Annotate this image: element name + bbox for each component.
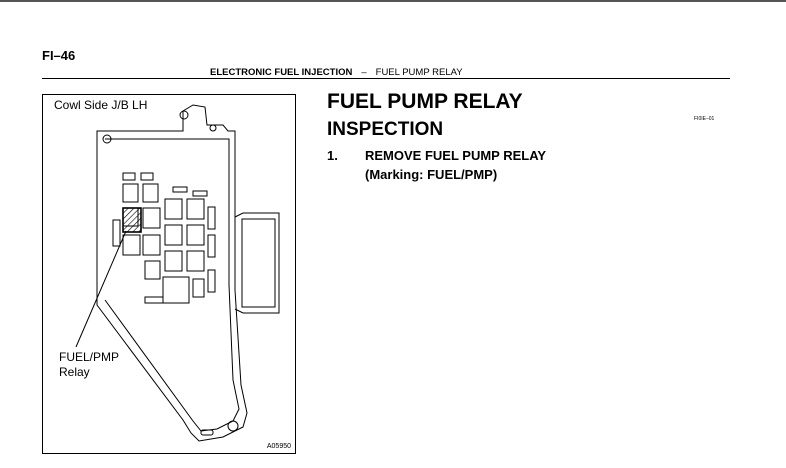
- housing-inner-contour: [104, 138, 240, 432]
- step-line-2: (Marking: FUEL/PMP): [365, 167, 498, 182]
- section-title: FUEL PUMP RELAY: [327, 90, 523, 113]
- step-text: REMOVE FUEL PUMP RELAY (Marking: FUEL/PM…: [365, 146, 546, 184]
- mount-hole-small: [209, 124, 217, 132]
- housing-outline: [96, 104, 248, 442]
- fuel-pmp-relay-highlight: [122, 207, 142, 233]
- callout-line-1: FUEL/PMP: [59, 350, 120, 364]
- header-section: ELECTRONIC FUEL INJECTION: [210, 67, 353, 78]
- callout-line-2: Relay: [59, 365, 90, 379]
- step-number: 1.: [327, 148, 338, 163]
- relay-callout: FUEL/PMP Relay: [59, 350, 119, 380]
- mount-hole-left: [102, 134, 112, 144]
- document-code: FI0IE–01: [694, 116, 715, 122]
- running-header: ELECTRONIC FUEL INJECTION–FUEL PUMP RELA…: [210, 67, 463, 78]
- side-connector: [234, 212, 280, 314]
- header-separator: –: [361, 67, 367, 78]
- page-number: FI–46: [42, 48, 76, 63]
- side-connector-inner: [241, 218, 276, 308]
- mount-slot: [200, 429, 214, 436]
- header-topic: FUEL PUMP RELAY: [375, 67, 463, 78]
- top-border-line: [0, 0, 786, 2]
- junction-block-drawing: [75, 104, 280, 442]
- figure-code: A05950: [266, 443, 291, 450]
- mount-hole-top: [179, 110, 189, 120]
- header-rule: [42, 78, 730, 79]
- figure-title: Cowl Side J/B LH: [54, 98, 148, 112]
- junction-block-figure: Cowl Side J/B LH FUEL/PMP Relay A05950: [42, 94, 296, 454]
- mount-hole-bottom: [227, 420, 239, 432]
- section-subtitle: INSPECTION: [327, 119, 444, 140]
- callout-leader-line: [75, 230, 127, 348]
- step-line-1: REMOVE FUEL PUMP RELAY: [365, 148, 547, 163]
